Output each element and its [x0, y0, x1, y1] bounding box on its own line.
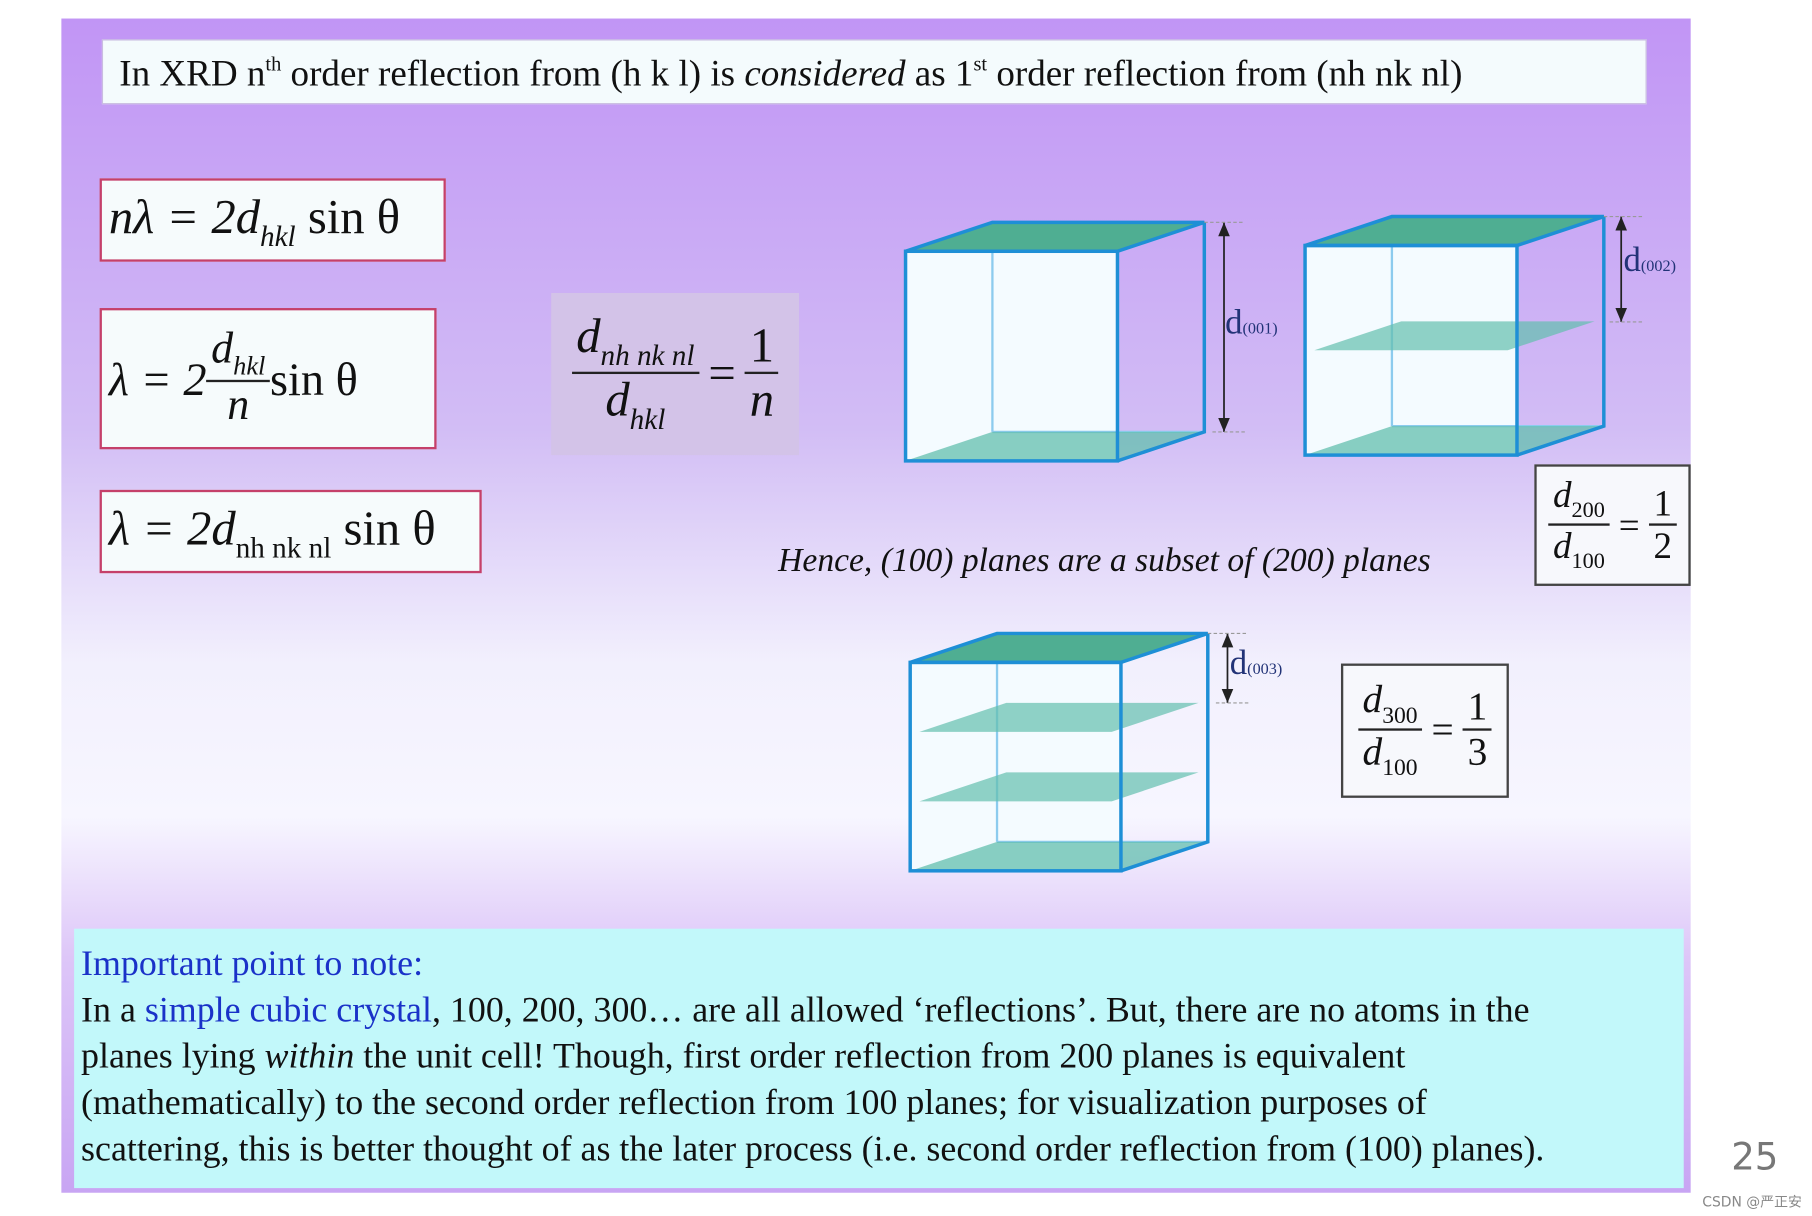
side-edges [1120, 633, 1210, 873]
page-number: 25 [1731, 1134, 1779, 1179]
d001-label: d(001) [1225, 303, 1278, 342]
side-edges [1516, 216, 1606, 457]
lattice-plane [919, 702, 1199, 732]
bottom-plane [910, 841, 1208, 871]
top-face [909, 631, 1209, 665]
arrow-head [1218, 418, 1230, 432]
lattice-plane [1314, 321, 1595, 351]
bragg-equation-nh: λ = 2dnh nk nl sin θ [99, 489, 482, 574]
arrow-head [1221, 689, 1234, 703]
important-note: Important point to note: In a simple cub… [74, 928, 1684, 1189]
front-edges [903, 249, 1120, 463]
bottom-plane [905, 431, 1205, 461]
front-edges [908, 660, 1123, 873]
top-face [905, 220, 1205, 254]
arrow-head [1221, 633, 1234, 648]
top-face [1304, 214, 1605, 248]
arrow-head [1615, 216, 1627, 231]
cube-002 [1303, 214, 1643, 457]
watermark: CSDN @严正安 [1702, 1193, 1802, 1211]
arrow-head [1615, 308, 1627, 322]
front-edges [1303, 243, 1519, 457]
d002-label: d(002) [1623, 240, 1677, 280]
side-edges [1116, 222, 1207, 463]
d003-label: d(003) [1229, 643, 1283, 683]
cube-003 [908, 631, 1249, 873]
arrow-head [1218, 222, 1230, 237]
cube-001 [903, 220, 1245, 463]
note-heading: Important point to note: [81, 942, 424, 984]
lattice-plane [919, 772, 1199, 802]
slide-title: In XRD nth order reflection from (h k l)… [101, 39, 1647, 105]
bragg-equation: nλ = 2dhkl sin θ [99, 178, 446, 262]
cube-face [910, 662, 1121, 871]
subset-caption: Hence, (100) planes are a subset of (200… [778, 541, 1431, 579]
cube-face [905, 251, 1118, 461]
bottom-plane [1305, 426, 1604, 456]
